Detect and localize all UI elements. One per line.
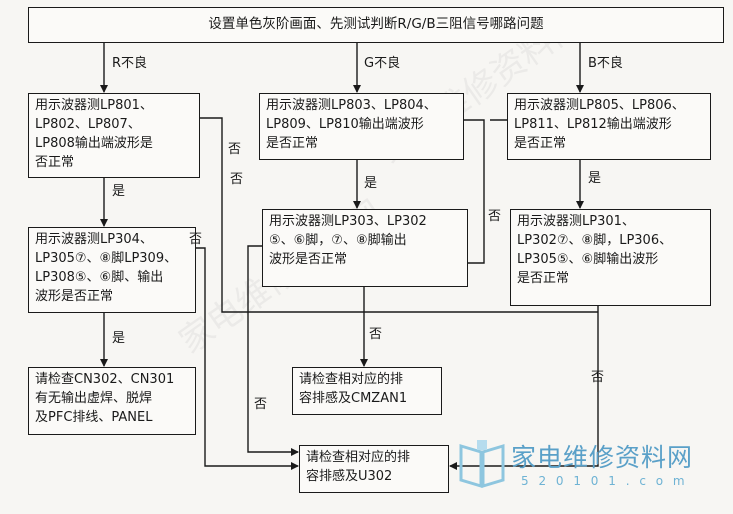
node-r-result: 请检查CN302、CN301 有无输出虚焊、脱焊 及PFC排线、PANEL bbox=[28, 367, 196, 435]
node-b-check: 用示波器测LP805、LP806、 LP811、LP812输出端波形 是否正常 bbox=[507, 93, 711, 160]
node-g-check2: 用示波器测LP303、LP302 ⑤、⑥脚，⑦、⑧脚输出 波形是否正常 bbox=[262, 209, 468, 287]
label-g-no: 否 bbox=[230, 172, 244, 187]
node-top: 设置单色灰阶画面、先测试判断R/G/B三阻信号哪路问题 bbox=[28, 7, 724, 43]
node-b-check2: 用示波器测LP301、 LP302⑦、⑧脚，LP306、 LP305⑤、⑥脚输出… bbox=[510, 209, 711, 306]
label-g2-no: 否 bbox=[369, 327, 383, 342]
edge-g2-left bbox=[247, 245, 299, 456]
label-g-yes: 是 bbox=[364, 176, 378, 191]
watermark-logo: 家电维修资料网 5 2 0 1 0 1 . c o m bbox=[455, 436, 725, 498]
label-b-yes: 是 bbox=[588, 171, 602, 186]
label-r-bad: R不良 bbox=[112, 56, 148, 71]
edge-r-no bbox=[200, 117, 598, 313]
label-g-bad: G不良 bbox=[364, 56, 401, 71]
node-g-check: 用示波器测LP803、LP804、 LP809、LP810输出端波形 是否正常 bbox=[259, 93, 464, 160]
edge-b2-no bbox=[449, 306, 599, 470]
node-r-check2: 用示波器测LP304、 LP305⑦、⑧脚LP309、 LP308⑤、⑥脚、输出… bbox=[28, 227, 196, 313]
label-r2-no: 否 bbox=[189, 232, 203, 247]
edge-g-no bbox=[464, 119, 485, 264]
node-g-result: 请检查相对应的排 容排感及CMZAN1 bbox=[292, 367, 442, 415]
node-final-result: 请检查相对应的排 容排感及U302 bbox=[299, 445, 449, 493]
watermark-logo-text: 家电维修资料网 bbox=[511, 443, 694, 472]
node-r-check: 用示波器测LP801、 LP802、LP807、 LP808输出端波形是 否正常 bbox=[28, 93, 200, 178]
label-b2-no: 否 bbox=[591, 370, 605, 385]
label-r-yes: 是 bbox=[112, 184, 126, 199]
label-r-no: 否 bbox=[228, 142, 242, 157]
edge-r2-no bbox=[196, 247, 299, 470]
book-icon bbox=[459, 440, 505, 489]
watermark-logo-url: 5 2 0 1 0 1 . c o m bbox=[521, 474, 688, 488]
label-b-bad: B不良 bbox=[588, 56, 623, 71]
label-b-no: 否 bbox=[488, 209, 502, 224]
label-r2-yes: 是 bbox=[112, 331, 126, 346]
label-g2-left-no: 否 bbox=[254, 397, 268, 412]
